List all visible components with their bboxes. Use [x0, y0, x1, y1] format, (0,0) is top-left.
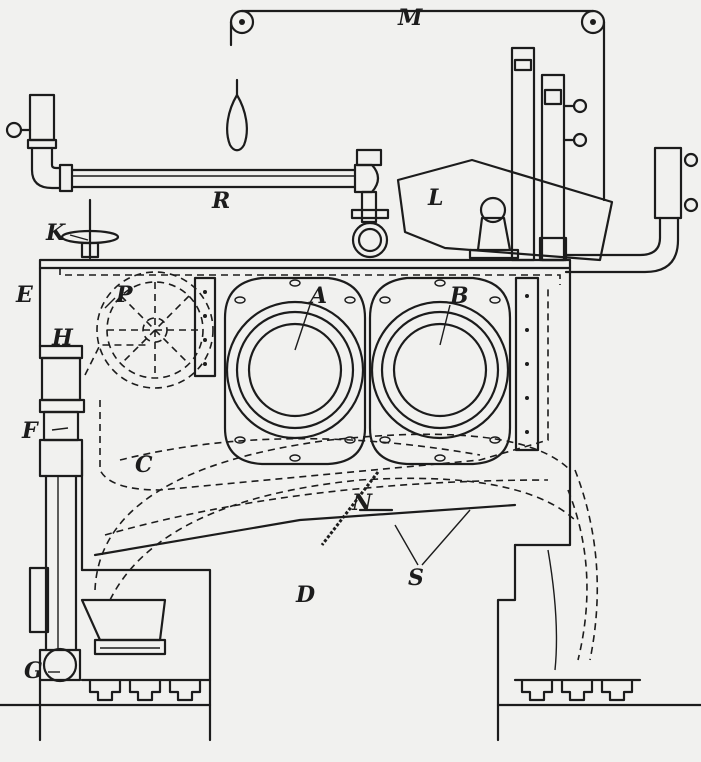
cylinder-a: [223, 276, 367, 466]
vertical-columns: [510, 46, 588, 262]
curved-pipes-s: [547, 469, 599, 671]
leader-lines: [48, 234, 471, 673]
label-s: S: [408, 565, 424, 591]
label-g: G: [24, 658, 43, 684]
pipe-r: [5, 93, 390, 259]
label-b: B: [449, 283, 469, 309]
handwheel-k: [60, 198, 120, 260]
label-p: P: [115, 282, 134, 308]
box-l: [396, 158, 614, 262]
label-l: L: [427, 185, 443, 211]
casing-plates: [193, 276, 540, 452]
pulley-belt-m: [229, 9, 606, 202]
label-n: N: [351, 490, 373, 516]
label-k: K: [45, 220, 66, 246]
label-h: H: [51, 325, 74, 351]
hanging-handle: [226, 78, 248, 152]
label-f: F: [21, 418, 39, 444]
label-e: E: [15, 282, 34, 308]
label-r: R: [211, 188, 230, 214]
flap-n: [320, 471, 394, 546]
label-a: A: [308, 283, 327, 309]
label-m: M: [397, 5, 423, 31]
hopper: [80, 598, 167, 656]
label-d: D: [295, 582, 315, 608]
label-c: C: [135, 452, 153, 478]
left-column-f: [28, 344, 86, 742]
right-outlet-pipe: [564, 146, 699, 274]
base-rails: [0, 678, 701, 707]
gear-wheel-p: [96, 271, 214, 389]
main-casing: [38, 258, 572, 742]
letter-labels: M R L K E P H A B F C N S D G: [15, 5, 469, 684]
cylinder-b: [368, 276, 512, 466]
